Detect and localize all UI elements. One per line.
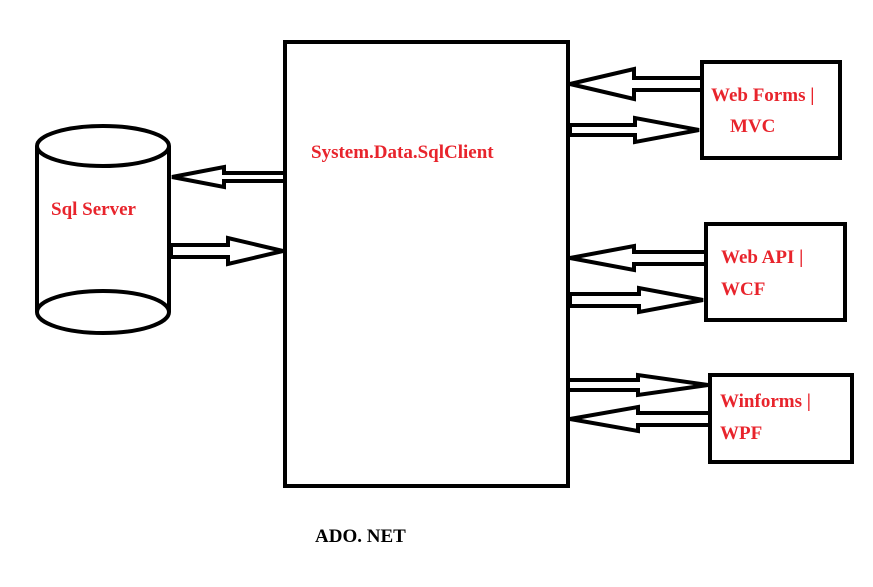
arrow-webapi-to-provider xyxy=(569,243,708,273)
arrow-provider-to-webapi xyxy=(568,285,704,315)
arrow-webforms-to-provider xyxy=(569,66,704,102)
winforms-label-line1: Winforms | xyxy=(720,391,811,412)
arrow-database-to-provider xyxy=(169,235,284,267)
webapi-label-line1: Web API | xyxy=(721,247,804,268)
provider-label: System.Data.SqlClient xyxy=(311,142,494,163)
winforms-label-line2: WPF xyxy=(720,423,763,444)
arrow-provider-to-database xyxy=(171,164,287,190)
arrow-provider-to-webforms xyxy=(568,115,700,145)
webapi-box xyxy=(704,222,847,322)
arrow-provider-to-winforms xyxy=(566,372,709,398)
database-label: Sql Server xyxy=(51,199,136,220)
arrow-winforms-to-provider xyxy=(569,404,712,434)
webforms-label-line1: Web Forms | xyxy=(711,85,815,106)
webforms-label-line2: MVC xyxy=(730,116,776,137)
diagram-caption: ADO. NET xyxy=(315,526,406,547)
winforms-box xyxy=(708,373,854,464)
webforms-box xyxy=(700,60,842,160)
database-cylinder xyxy=(35,124,171,335)
arrows xyxy=(169,66,712,434)
provider-box xyxy=(283,40,570,488)
webapi-label-line2: WCF xyxy=(721,279,766,300)
